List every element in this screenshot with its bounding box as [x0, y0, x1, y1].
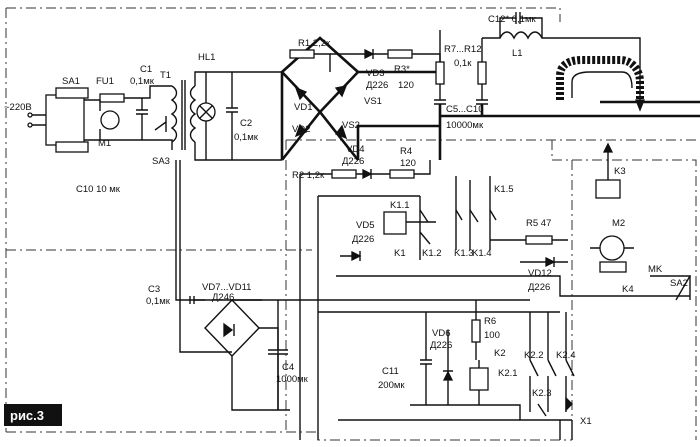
label-r4v: 120 [400, 158, 416, 169]
label-hl1: HL1 [198, 52, 215, 63]
figure-caption: рис.3 [4, 404, 62, 426]
resistor-cap-bank [434, 30, 560, 160]
label-vd12: VD12 [528, 268, 552, 279]
lamp-and-cap [196, 72, 238, 160]
label-vd1: VD1 [294, 102, 312, 113]
labels: ~220В SA1 FU1 C1 0,1мк M1 SA3 T1 HL1 C2 … [4, 14, 688, 427]
label-k11: K1.1 [390, 200, 410, 211]
label-r1: R1 2,2к [298, 38, 331, 49]
label-c5: C5...C10 [446, 104, 484, 115]
motor-m2 [590, 235, 634, 273]
label-vd5: VD5 [356, 220, 374, 231]
label-c10: C10 10 мк [76, 184, 121, 195]
label-t1: T1 [160, 70, 171, 81]
input-voltage: ~220В [4, 102, 32, 113]
label-k21: K2.1 [498, 368, 518, 379]
label-k4: K4 [622, 284, 634, 295]
label-k15: K1.5 [494, 184, 514, 195]
label-vd5t: Д226 [352, 234, 374, 245]
label-c4v: 1000мк [276, 374, 309, 385]
label-r7v: 0,1к [454, 58, 472, 69]
label-c11v: 200мк [378, 380, 405, 391]
label-r3: R3* [394, 64, 410, 75]
label-m1: M1 [98, 138, 111, 149]
label-x1: X1 [580, 416, 592, 427]
label-vd3: VD3 [366, 68, 384, 79]
label-c3v: 0,1мк [146, 296, 171, 307]
label-m2: M2 [612, 218, 625, 229]
relay-k3 [595, 142, 621, 199]
label-sa2: SA2 [670, 278, 688, 289]
label-c1: C1 [140, 64, 152, 75]
label-c12: C12* 0,1мк [488, 14, 537, 25]
label-fu1: FU1 [96, 76, 114, 87]
label-vd4t: Д226 [342, 156, 364, 167]
label-mk: MK [648, 264, 663, 275]
label-k1: K1 [394, 248, 406, 259]
label-vd7: VD7...VD11 [202, 282, 251, 293]
label-vd3t: Д226 [366, 80, 388, 91]
label-k22: K2.2 [524, 350, 544, 361]
label-vd6t: Д226 [430, 340, 452, 351]
label-r4: R4 [400, 146, 412, 157]
workpiece [556, 56, 700, 118]
label-c11: C11 [382, 366, 399, 377]
label-r3v: 120 [398, 80, 414, 91]
label-sa1: SA1 [62, 76, 80, 87]
caption-text: рис.3 [10, 408, 44, 423]
aux-rectifier [175, 160, 290, 411]
label-c5v: 10000мк [446, 120, 484, 131]
label-c3: C3 [148, 284, 160, 295]
label-r6v: 100 [484, 330, 500, 341]
label-k13: K1.3 [454, 248, 474, 259]
label-c4: C4 [282, 362, 294, 373]
gate-chain-bottom [299, 160, 431, 440]
label-k2: K2 [494, 348, 506, 359]
label-r7: R7...R12 [444, 44, 482, 55]
label-k14: K1.4 [472, 248, 492, 259]
label-c2: C2 [240, 118, 252, 129]
label-k23: K2.3 [532, 388, 552, 399]
label-vd6: VD6 [432, 328, 450, 339]
label-vd12t: Д226 [528, 282, 550, 293]
control-section [190, 176, 692, 440]
label-c1v: 0,1мк [130, 76, 155, 87]
mains-input [27, 85, 173, 153]
label-r6: R6 [484, 316, 496, 327]
gate-chain-top [289, 48, 441, 72]
label-l1: L1 [512, 48, 523, 59]
label-k3: K3 [614, 166, 626, 177]
label-r2: R2 1,2к [292, 170, 325, 181]
label-vd7t: Д246 [212, 292, 234, 303]
inductor-l1 [482, 12, 641, 100]
label-k12: K1.2 [422, 248, 442, 259]
label-k24: K2.4 [556, 350, 576, 361]
transformer-t1 [170, 71, 282, 161]
label-vd4: VD4 [346, 144, 364, 155]
bridge-rectifier [280, 36, 440, 161]
label-r5: R5 47 [526, 218, 551, 229]
label-c2v: 0,1мк [234, 132, 259, 143]
label-vs1: VS1 [364, 96, 382, 107]
label-vs2: VS2 [342, 120, 360, 131]
label-vd2: VD2 [292, 124, 310, 135]
enclosure-lines [5, 7, 700, 441]
label-sa3: SA3 [152, 156, 170, 167]
